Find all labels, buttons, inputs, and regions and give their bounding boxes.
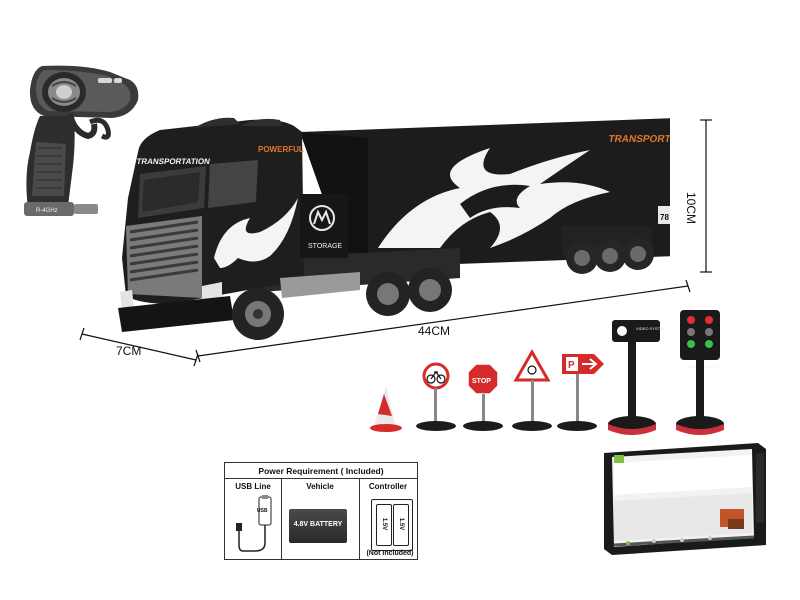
cab-brand: TRANSPORTATION	[136, 157, 211, 166]
remote-label: R-4GHz	[36, 208, 58, 214]
aa-cell: 1.5V	[393, 504, 409, 546]
rc-truck: TRANSPORTATION 78 TRANSPORTATION POWERFU…	[118, 117, 670, 340]
column-controller: Controller	[368, 482, 408, 491]
column-vehicle: Vehicle	[306, 482, 334, 491]
parking-sign: P	[557, 354, 604, 431]
stop-sign-label: STOP	[472, 378, 491, 385]
bicycle-sign	[416, 362, 456, 431]
aa-cell: 1.5V	[376, 504, 392, 546]
svg-text:P: P	[568, 360, 575, 371]
usb-cable-icon	[236, 495, 272, 552]
roundabout-sign	[512, 348, 552, 431]
dimension-height: 10CM	[684, 192, 698, 225]
trailer-brand: TRANSPORTATION	[607, 134, 670, 145]
power-requirement-panel: Power Requirement ( Included) USB Line V…	[224, 462, 418, 560]
power-title: Power Requirement ( Included)	[258, 466, 384, 476]
column-divider	[281, 478, 282, 560]
controller-battery-icon: 1.5V 1.5V	[371, 499, 413, 551]
traffic-accessories: STOP P VIDEO SYSTEM BORDER LIGHT	[370, 310, 724, 435]
trailer-badge: 78	[660, 213, 669, 222]
aa-cell-voltage: 1.5V	[398, 517, 404, 531]
vehicle-battery-label: 4.8V BATTERY	[293, 521, 343, 528]
column-usb: USB Line	[235, 482, 271, 491]
signal-a-label: VIDEO SYSTEM	[636, 326, 666, 331]
stop-sign: STOP	[463, 363, 503, 431]
signal-light-b: BORDER LIGHT	[676, 310, 724, 435]
retail-package	[604, 443, 766, 555]
remote-controller: R-4GHz	[24, 65, 139, 216]
signal-light-a: VIDEO SYSTEM	[608, 320, 666, 435]
aa-cell-voltage: 1.5V	[381, 517, 387, 531]
cab-slogan: POWERFUL	[258, 145, 304, 154]
power-divider	[225, 478, 417, 479]
vehicle-battery-icon: 4.8V BATTERY	[289, 509, 347, 543]
usb-plug-label: USB	[257, 508, 268, 514]
column-divider	[359, 478, 360, 560]
dimension-length: 44CM	[418, 324, 451, 338]
controller-note: (Not Included)	[366, 550, 414, 557]
storage-label: STORAGE	[308, 243, 342, 250]
dimension-width: 7CM	[116, 344, 142, 358]
traffic-cone	[370, 386, 402, 432]
